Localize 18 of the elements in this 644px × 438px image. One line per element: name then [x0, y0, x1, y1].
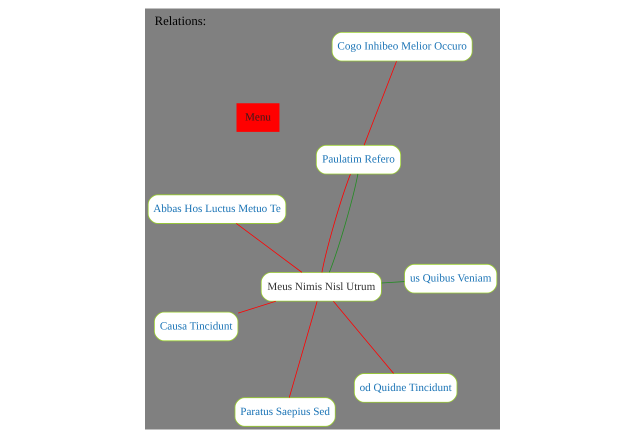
- connector: [235, 223, 302, 273]
- connector: [363, 60, 396, 146]
- node-box: Abbas Hos Luctus Metuo Te: [147, 194, 286, 224]
- connector: [380, 281, 404, 284]
- connector: [328, 174, 358, 273]
- diagram-title: Relations:: [154, 14, 206, 28]
- node-box: Cogo Inhibeo Melior Occuro: [331, 32, 472, 62]
- connector: [288, 300, 317, 398]
- connector: [237, 300, 276, 314]
- connector: [321, 174, 350, 273]
- node-box: Paratus Saepius Sed: [234, 397, 336, 427]
- node-box: Meus Nimis Nisl Utrum: [260, 272, 382, 302]
- connector: [332, 300, 394, 374]
- node-box: us Quibus Veniam: [404, 264, 497, 294]
- node-box: Causa Tincidunt: [154, 312, 238, 342]
- node-box: Paulatim Refero: [315, 144, 401, 174]
- node-box: od Quidne Tincidunt: [353, 373, 457, 403]
- label: Menu: [244, 112, 270, 124]
